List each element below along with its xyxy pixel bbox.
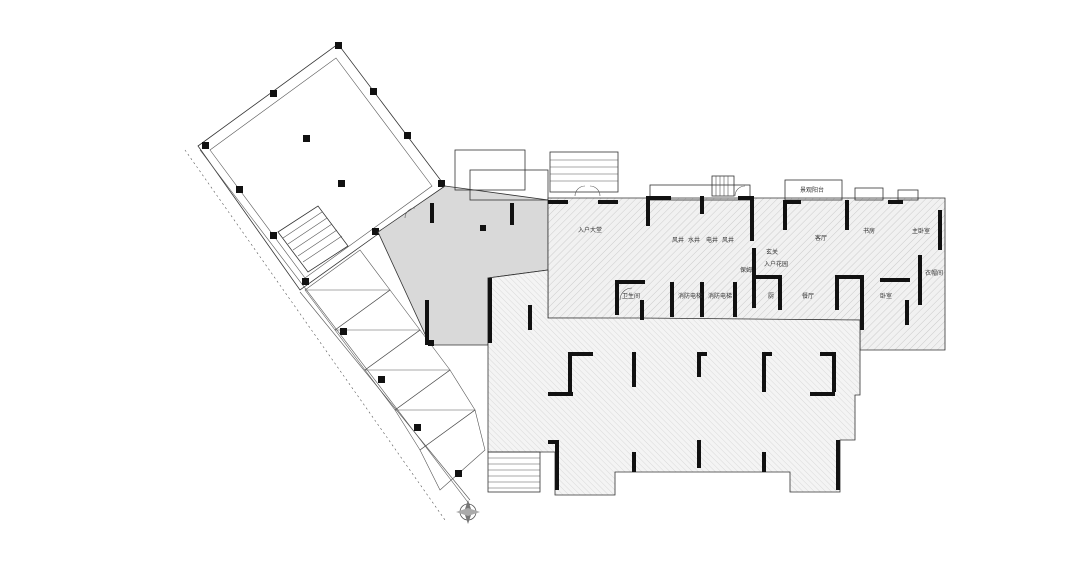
label-study: 书房 <box>863 227 875 235</box>
label-elevator-1: 消防电梯 <box>678 292 702 300</box>
label-wind-well-2: 风井 <box>722 236 734 244</box>
label-closet: 衣帽间 <box>925 269 943 277</box>
label-small-2: 保姆 <box>740 266 752 274</box>
left-wing <box>184 42 486 521</box>
walls <box>425 196 942 490</box>
label-living-room: 客厅 <box>815 234 827 242</box>
label-bedroom: 卧室 <box>880 292 892 300</box>
stair-bottom <box>487 451 541 493</box>
label-kitchen: 厨 <box>768 293 774 300</box>
label-entrance-hall: 入户大堂 <box>578 226 602 234</box>
residential-block <box>487 197 946 496</box>
top-stair-annex <box>549 151 619 193</box>
label-entrance-garden: 入户花园 <box>764 260 788 268</box>
label-dining: 餐厅 <box>802 292 814 300</box>
label-water-well: 水井 <box>688 236 700 244</box>
label-balcony: 景观阳台 <box>800 186 824 194</box>
label-toilet: 卫生间 <box>622 292 640 300</box>
label-wind-well-1: 风井 <box>672 236 684 244</box>
label-small-1: 玄关 <box>766 248 778 256</box>
label-elevator-2: 消防电梯 <box>708 292 732 300</box>
compass-icon <box>456 500 480 524</box>
stair-left <box>277 205 349 273</box>
label-master-bedroom: 主卧室 <box>912 227 930 235</box>
label-elec-well: 电井 <box>706 236 718 244</box>
